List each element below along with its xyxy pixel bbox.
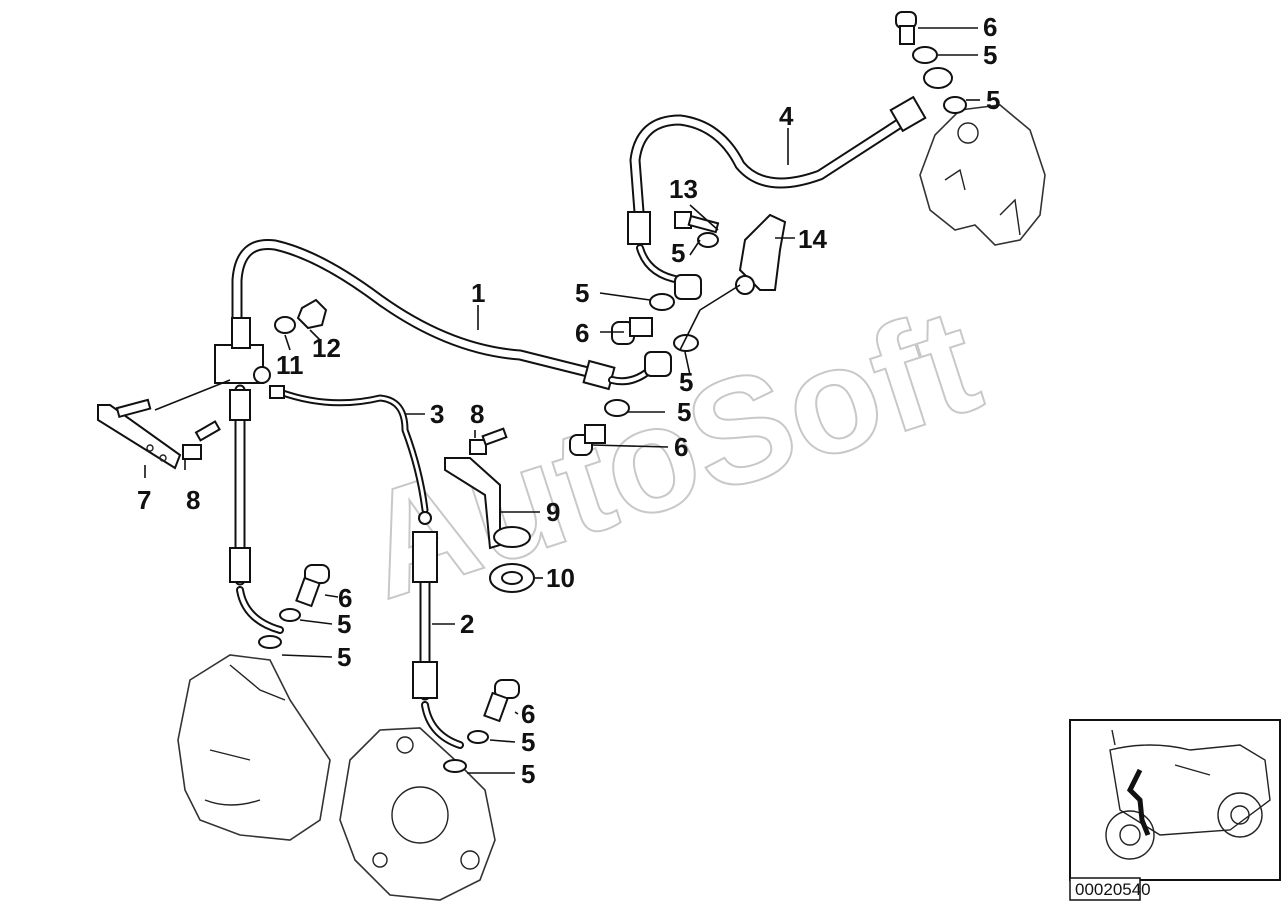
callout-5-mid-3: 5 — [677, 397, 691, 427]
callout-3: 3 — [430, 399, 444, 429]
brake-hose-4 — [627, 95, 927, 284]
callout-2: 2 — [460, 609, 474, 639]
motorcycle-inset — [1069, 719, 1281, 881]
callout-5-left-1: 5 — [337, 609, 351, 639]
callout-5-bracket: 5 — [671, 238, 685, 268]
callout-14: 14 — [798, 224, 827, 254]
leader-lines — [144, 27, 980, 774]
callout-5-right-1: 5 — [521, 727, 535, 757]
callout-12: 12 — [312, 333, 341, 363]
hardware-parts — [97, 11, 967, 773]
callout-7: 7 — [137, 485, 151, 515]
distributor-block — [214, 317, 271, 384]
callout-5-right-2: 5 — [521, 759, 535, 789]
callout-6-left: 6 — [338, 583, 352, 613]
callout-11: 11 — [276, 350, 304, 380]
callout-13: 13 — [669, 174, 698, 204]
callout-6-right: 6 — [521, 699, 535, 729]
callout-5-left-2: 5 — [337, 642, 351, 672]
brake-hose-2 — [412, 511, 464, 749]
callout-4: 4 — [779, 101, 794, 131]
callout-5-mid-1: 5 — [575, 278, 589, 308]
left-caliper-outline — [177, 654, 331, 841]
callout-6-lower: 6 — [674, 432, 688, 462]
callout-5-top-2: 5 — [986, 85, 1000, 115]
brake-hose-left-vertical — [229, 384, 284, 634]
callout-6-top: 6 — [983, 12, 997, 42]
watermark: AutoSoft — [343, 275, 997, 630]
callout-8-upper: 8 — [470, 399, 484, 429]
callout-5-mid-2: 5 — [679, 367, 693, 397]
diagram-code: 00020540 — [1075, 880, 1151, 899]
callout-labels: 1 2 3 4 5 5 5 5 5 5 5 5 5 6 6 6 6 6 7 8 … — [137, 12, 1000, 789]
callout-10: 10 — [546, 563, 575, 593]
right-caliper-outline — [339, 727, 496, 901]
master-cylinder-outline — [919, 104, 1046, 246]
callout-8-lower: 8 — [186, 485, 200, 515]
callout-5-top-1: 5 — [983, 40, 997, 70]
brake-hose-3 — [269, 385, 429, 514]
callout-9: 9 — [546, 497, 560, 527]
diagram-code-box: 00020540 — [1069, 877, 1151, 901]
callout-6-mid: 6 — [575, 318, 589, 348]
callout-1: 1 — [471, 278, 485, 308]
